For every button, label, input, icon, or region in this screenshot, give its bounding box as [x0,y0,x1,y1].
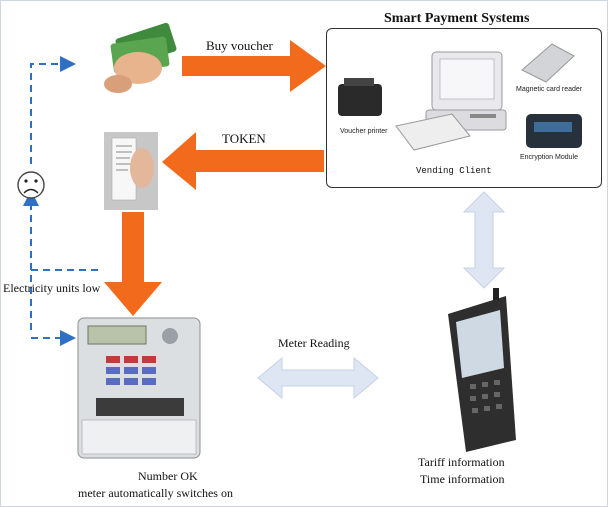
sad-face-icon [17,171,45,199]
buy-voucher-arrow [182,40,326,92]
keyboard-icon [395,113,471,151]
time-information-label: Time information [420,472,505,486]
money-hand-icon [104,22,177,93]
handheld-terminal-icon [448,288,516,452]
voucher-printer-icon [338,78,382,116]
token-to-meter-arrow [104,212,162,316]
token-arrow [162,132,324,190]
vending-client-label: Vending Client [416,166,492,176]
token-label: TOKEN [222,131,266,146]
magnetic-card-reader-label: Magnetic card reader [516,86,583,93]
tariff-information-label: Tariff information [418,455,505,469]
smart-payment-systems-title: Smart Payment Systems [384,11,530,26]
encryption-module-label: Encryption Module [520,154,578,161]
meter-switches-on-label: meter automatically switches on [78,486,233,500]
electricity-units-low-label: Electricity units low [3,281,101,295]
token-voucher-icon [104,132,158,210]
feedback-dashed-loop [23,56,102,346]
magnetic-card-reader-icon [521,43,575,83]
electricity-meter-icon [77,317,201,459]
buy-voucher-label: Buy voucher [206,38,273,53]
number-ok-label: Number OK [138,469,198,483]
encryption-module-icon [526,114,582,148]
voucher-printer-label: Voucher printer [340,128,388,135]
meter-reading-label: Meter Reading [278,336,350,350]
vending-handheld-double-arrow [462,191,506,289]
meter-reading-double-arrow [257,356,379,400]
